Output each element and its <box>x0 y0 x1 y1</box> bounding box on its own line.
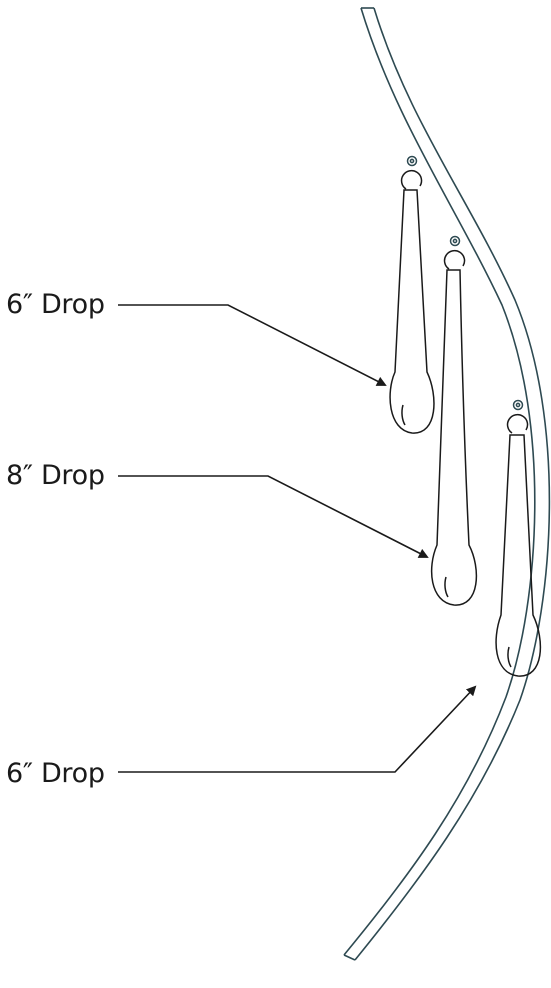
hanger-screw-3 <box>512 399 524 411</box>
drop-pendant-3 <box>495 399 542 677</box>
arch-outer-edge <box>354 7 551 961</box>
leader-lines <box>118 304 477 773</box>
leader-arrow-2 <box>118 475 429 558</box>
drop-body-1 <box>389 189 435 434</box>
arch-bottom-cap <box>343 954 356 961</box>
drop-highlight-3 <box>507 646 512 668</box>
drop-pendant-1 <box>389 155 435 434</box>
arch-support <box>343 7 551 961</box>
leader-arrow-1 <box>118 304 387 386</box>
drop-highlight-1 <box>401 404 406 426</box>
hanger-screw-2 <box>449 235 461 247</box>
drop-pendant-2 <box>430 235 478 606</box>
drop-body-2 <box>430 269 478 606</box>
arch-inner-edge <box>343 7 536 956</box>
hanger-screw-1-center <box>409 158 415 164</box>
drop-label-2: 8″ Drop <box>6 460 105 491</box>
hook-ring-3 <box>506 413 529 434</box>
hanger-screw-2-center <box>452 238 458 244</box>
drop-highlight-2 <box>444 576 449 598</box>
hook-ring-2 <box>443 249 466 270</box>
leader-arrow-3 <box>118 685 477 773</box>
drop-label-3: 6″ Drop <box>6 758 105 789</box>
hanger-screw-3-center <box>515 402 521 408</box>
drop-label-1: 6″ Drop <box>6 289 105 320</box>
drop-body-3 <box>495 434 542 677</box>
hook-ring-1 <box>400 169 423 190</box>
hanger-screw-1 <box>406 155 418 167</box>
